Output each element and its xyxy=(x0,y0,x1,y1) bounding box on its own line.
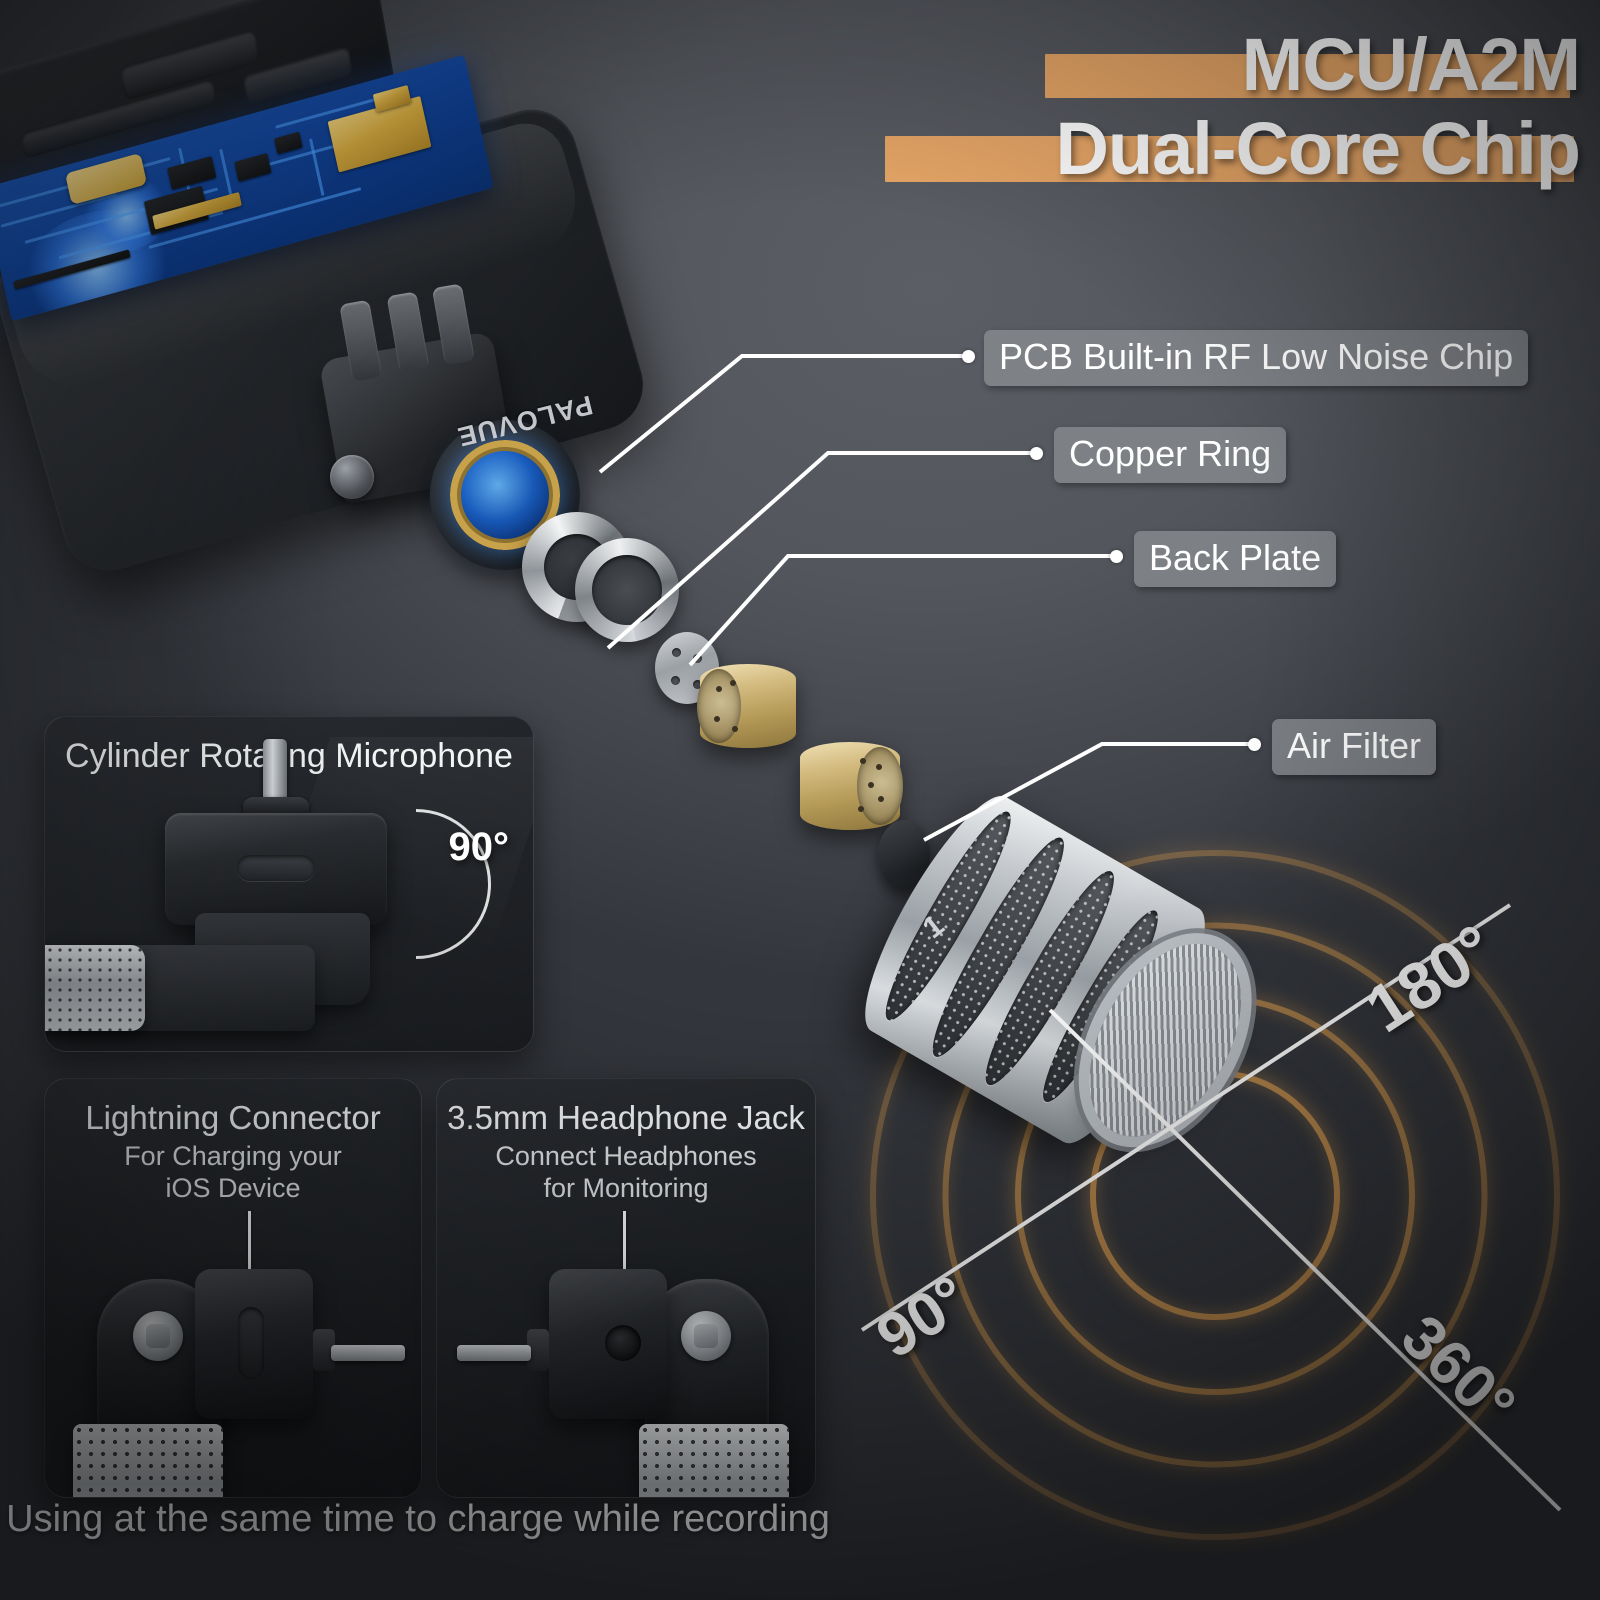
panel-rotating-angle: 90° xyxy=(448,825,510,869)
title-line-2: Dual-Core Chip xyxy=(880,112,1581,186)
page-title: MCU/A2M Dual-Core Chip xyxy=(880,28,1581,196)
panel-headphone-subtitle-2: for Monitoring xyxy=(543,1173,709,1203)
panel-headphone-jack: 3.5mm Headphone Jack Connect Headphones … xyxy=(436,1078,816,1498)
callout-label-back-plate: Back Plate xyxy=(1134,531,1337,588)
headphone-mic-grille xyxy=(639,1424,789,1497)
callout-dot-copper-ring xyxy=(1030,447,1043,460)
panel-lightning-connector: Lightning Connector For Charging your iO… xyxy=(44,1078,422,1498)
spacer-ring-part xyxy=(575,538,679,642)
panel-rotating-microphone: Cylinder Rotating Microphone 90° xyxy=(44,716,534,1052)
headphone-plug xyxy=(457,1345,531,1361)
yoke-screw xyxy=(330,455,374,499)
panel-lightning-subtitle-1: For Charging your xyxy=(124,1141,342,1171)
device-button xyxy=(237,855,315,881)
callout-dot-air-filter xyxy=(1248,738,1261,751)
callout-dot-back-plate xyxy=(1110,550,1123,563)
callout-label-air-filter: Air Filter xyxy=(1272,719,1436,776)
callout-label-pcb: PCB Built-in RF Low Noise Chip xyxy=(984,330,1529,387)
panel-headphone-title: 3.5mm Headphone Jack xyxy=(447,1099,805,1136)
capsule-part-1 xyxy=(697,664,796,748)
panel-lightning-subtitle-2: iOS Device xyxy=(165,1173,301,1203)
title-line-1: MCU/A2M xyxy=(880,28,1581,102)
headphone-jack-hole xyxy=(605,1325,641,1361)
panel-headphone-subtitle-1: Connect Headphones xyxy=(495,1141,757,1171)
callout-label-copper-ring: Copper Ring xyxy=(1054,427,1287,484)
rotating-head xyxy=(165,813,387,925)
footer-caption: Using at the same time to charge while r… xyxy=(6,1498,830,1540)
lightning-screw xyxy=(133,1311,183,1361)
callout-dot-pcb xyxy=(962,350,975,363)
headphone-screw xyxy=(681,1311,731,1361)
lightning-pin xyxy=(263,739,287,805)
lightning-mic-grille xyxy=(73,1424,223,1497)
panel-lightning-title: Lightning Connector xyxy=(85,1099,381,1136)
lightning-plug xyxy=(331,1345,405,1361)
lightning-charge-port xyxy=(238,1307,264,1379)
mic-grille xyxy=(45,945,145,1031)
